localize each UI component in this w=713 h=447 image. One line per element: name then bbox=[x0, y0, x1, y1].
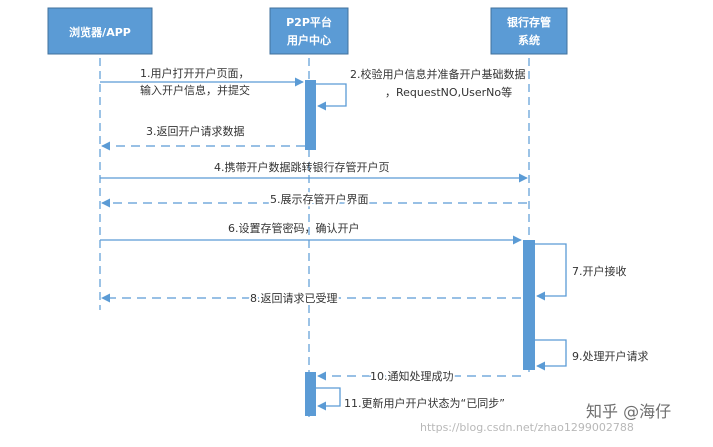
message-label: 5.展示存管开户界面 bbox=[270, 192, 369, 206]
watermark-brand: 知乎 @海仔 bbox=[586, 402, 671, 421]
message-1: 1.用户打开开户页面， 输入开户信息，并提交 bbox=[100, 66, 304, 97]
participant-label: 用户中心 bbox=[287, 33, 331, 47]
message-10: 10.通知处理成功 bbox=[317, 367, 521, 385]
message-arrow bbox=[316, 83, 347, 111]
participant-label: 银行存管 bbox=[507, 15, 551, 29]
message-label: 3.返回开户请求数据 bbox=[146, 124, 245, 138]
message-arrow bbox=[316, 387, 341, 411]
activation-bar-p2p bbox=[305, 80, 316, 150]
message-label: 8.返回请求已受理 bbox=[250, 292, 338, 305]
participant-box bbox=[269, 7, 349, 55]
participant-label: P2P平台 bbox=[286, 15, 332, 29]
message-6: 6.设置存管密码，确认开户 bbox=[100, 221, 522, 245]
message-label: 2.校验用户信息并准备开户基础数据 bbox=[350, 67, 526, 81]
participant-label: 系统 bbox=[518, 33, 540, 47]
message-label: 9.处理开户请求 bbox=[572, 349, 649, 363]
message-label: 6.设置存管密码，确认开户 bbox=[228, 221, 360, 235]
message-label: 10.通知处理成功 bbox=[370, 369, 454, 383]
message-4: 4.携带开户数据跳转银行存管开户页 bbox=[100, 160, 528, 183]
participant-bank: 银行存管 系统 bbox=[490, 7, 568, 55]
message-label: 输入开户信息，并提交 bbox=[140, 83, 250, 97]
message-2: 2.校验用户信息并准备开户基础数据 ，RequestNO,UserNo等 bbox=[316, 67, 526, 111]
message-11: 11.更新用户开户状态为“已同步” bbox=[316, 387, 505, 411]
message-label: ，RequestNO,UserNo等 bbox=[385, 85, 512, 99]
message-8: 8.返回请求已受理 bbox=[101, 290, 521, 307]
message-label: 11.更新用户开户状态为“已同步” bbox=[344, 396, 505, 410]
participant-p2p: P2P平台 用户中心 bbox=[269, 7, 349, 55]
message-arrow bbox=[535, 243, 567, 301]
activation-bar-bank bbox=[523, 240, 535, 370]
participant-label: 浏览器/APP bbox=[69, 25, 131, 39]
activation-bar-p2p-update bbox=[305, 372, 316, 416]
message-label: 4.携带开户数据跳转银行存管开户页 bbox=[214, 160, 390, 174]
watermark-url: https://blog.csdn.net/zhao1299002788 bbox=[420, 421, 634, 434]
message-arrow bbox=[535, 339, 567, 371]
message-7: 7.开户接收 bbox=[535, 243, 627, 301]
participant-box bbox=[490, 7, 568, 55]
message-9: 9.处理开户请求 bbox=[535, 339, 649, 371]
message-label: 1.用户打开开户页面， bbox=[140, 66, 250, 80]
message-5: 5.展示存管开户界面 bbox=[101, 190, 527, 208]
participant-box bbox=[47, 7, 153, 55]
participant-browser: 浏览器/APP bbox=[47, 7, 153, 55]
message-label: 7.开户接收 bbox=[572, 264, 627, 278]
message-3: 3.返回开户请求数据 bbox=[101, 124, 305, 151]
